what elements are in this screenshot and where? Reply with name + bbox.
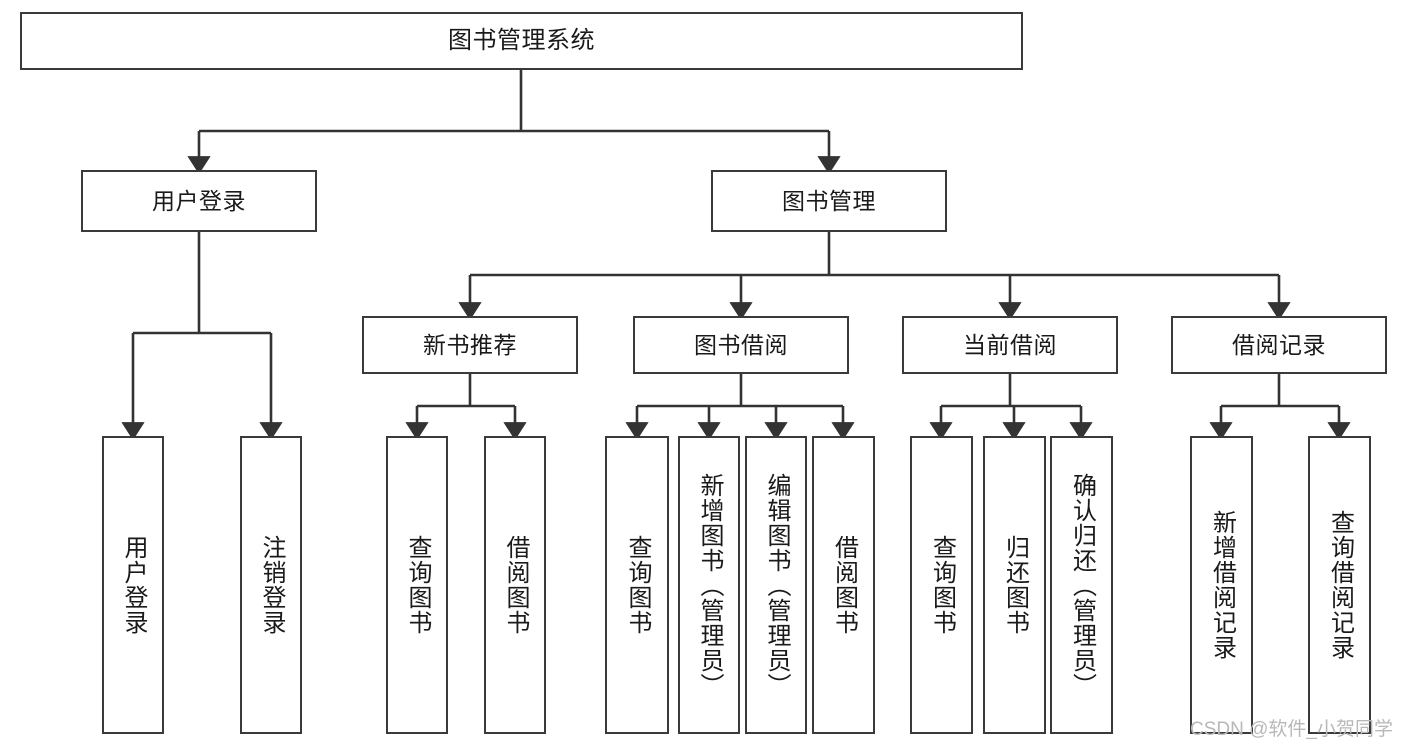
node-leaf-edit-book-admin[interactable]: 编辑图书（管理员） xyxy=(745,436,807,734)
node-leaf-logout[interactable]: 注销登录 xyxy=(240,436,302,734)
node-label: 新书推荐 xyxy=(423,331,517,358)
node-leaf-return-books[interactable]: 归还图书 xyxy=(983,436,1046,734)
node-label: 查询借阅记录 xyxy=(1326,510,1354,660)
node-current-borrowing[interactable]: 当前借阅 xyxy=(902,316,1118,374)
node-label: 当前借阅 xyxy=(963,331,1057,358)
node-root-book-management-system[interactable]: 图书管理系统 xyxy=(20,12,1023,70)
node-leaf-confirm-return-admin[interactable]: 确认归还（管理员） xyxy=(1050,436,1113,734)
node-label: 借阅记录 xyxy=(1232,331,1326,358)
node-label: 归还图书 xyxy=(1001,535,1029,635)
node-label: 用户登录 xyxy=(152,187,246,214)
node-borrowing-records[interactable]: 借阅记录 xyxy=(1171,316,1387,374)
node-label: 借阅图书 xyxy=(830,535,858,635)
node-label: 新增图书（管理员） xyxy=(695,472,723,698)
node-leaf-query-books-borrow[interactable]: 查询图书 xyxy=(605,436,669,734)
node-label: 确认归还（管理员） xyxy=(1068,472,1096,698)
node-leaf-query-books-newbook[interactable]: 查询图书 xyxy=(386,436,448,734)
node-label: 新增借阅记录 xyxy=(1208,510,1236,660)
node-new-book-recommendation[interactable]: 新书推荐 xyxy=(362,316,578,374)
node-leaf-user-login[interactable]: 用户登录 xyxy=(102,436,164,734)
node-leaf-add-borrow-record[interactable]: 新增借阅记录 xyxy=(1190,436,1253,734)
node-leaf-query-books-current[interactable]: 查询图书 xyxy=(910,436,973,734)
node-label: 查询图书 xyxy=(403,535,431,635)
node-label: 图书借阅 xyxy=(694,331,788,358)
node-leaf-borrow-books[interactable]: 借阅图书 xyxy=(812,436,875,734)
node-book-borrowing[interactable]: 图书借阅 xyxy=(633,316,849,374)
node-label: 查询图书 xyxy=(928,535,956,635)
node-label: 注销登录 xyxy=(257,535,285,635)
node-user-login[interactable]: 用户登录 xyxy=(81,170,317,232)
node-label: 借阅图书 xyxy=(501,535,529,635)
node-leaf-add-book-admin[interactable]: 新增图书（管理员） xyxy=(678,436,740,734)
watermark: CSDN @软件_小贺同学 xyxy=(1190,719,1393,740)
node-label: 查询图书 xyxy=(623,535,651,635)
node-label: 图书管理系统 xyxy=(448,27,595,54)
node-leaf-borrow-books-newbook[interactable]: 借阅图书 xyxy=(484,436,546,734)
node-book-management[interactable]: 图书管理 xyxy=(711,170,947,232)
node-label: 图书管理 xyxy=(782,187,876,214)
node-leaf-query-borrow-record[interactable]: 查询借阅记录 xyxy=(1308,436,1371,734)
node-label: 用户登录 xyxy=(119,535,147,635)
node-label: 编辑图书（管理员） xyxy=(762,472,790,698)
